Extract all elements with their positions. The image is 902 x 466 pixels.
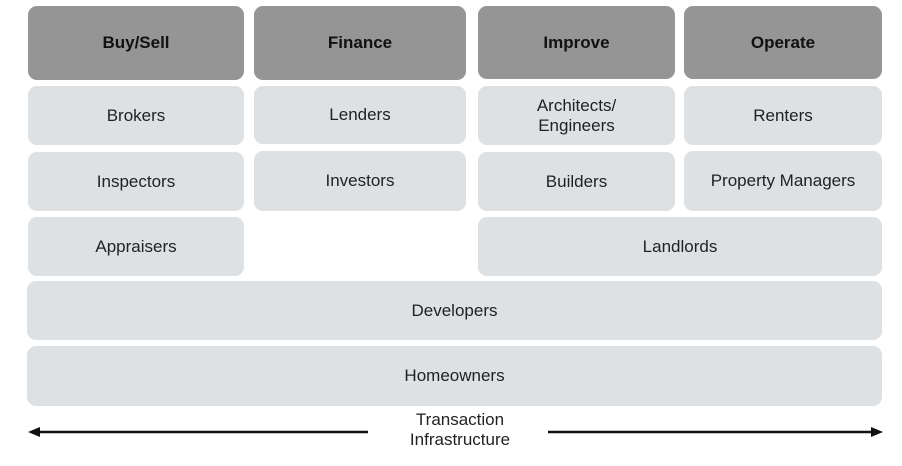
cell-appraisers: Appraisers [28, 217, 244, 276]
cell-renters: Renters [684, 86, 882, 145]
header-buy-sell: Buy/Sell [28, 6, 244, 80]
cell-inspectors: Inspectors [28, 152, 244, 211]
cell-landlords: Landlords [478, 217, 882, 276]
header-operate: Operate [684, 6, 882, 79]
cell-developers: Developers [27, 281, 882, 340]
cell-property-managers: Property Managers [684, 151, 882, 211]
axis-label: Transaction Infrastructure [409, 410, 511, 449]
cell-lenders: Lenders [254, 86, 466, 144]
cell-investors: Investors [254, 151, 466, 211]
cell-homeowners: Homeowners [27, 346, 882, 406]
header-improve: Improve [478, 6, 675, 79]
cell-builders: Builders [478, 152, 675, 211]
left-arrowhead [28, 427, 40, 437]
header-finance: Finance [254, 6, 466, 80]
cell-architects-engineers: Architects/ Engineers [478, 86, 675, 145]
cell-brokers: Brokers [28, 86, 244, 145]
right-arrowhead [871, 427, 883, 437]
